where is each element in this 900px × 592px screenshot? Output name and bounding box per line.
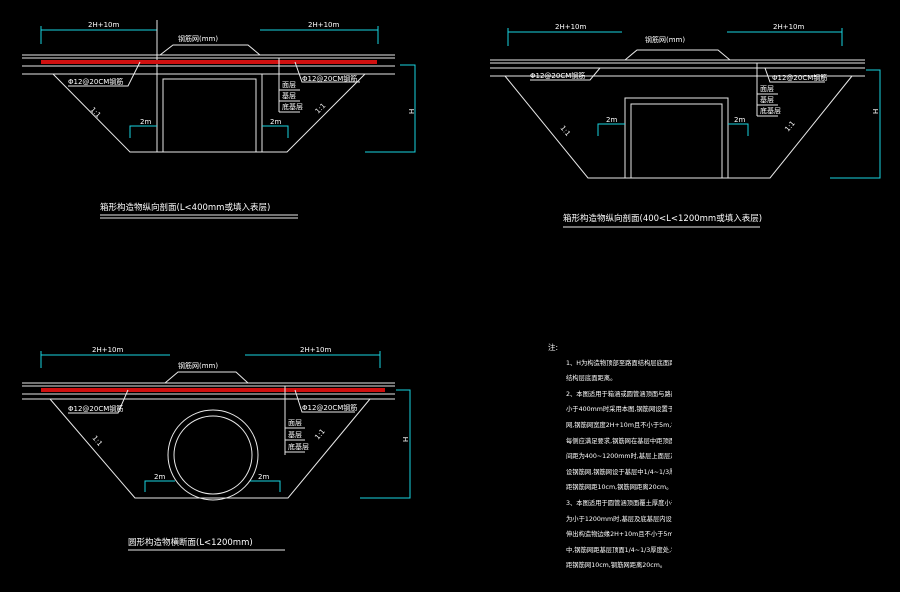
layer-label: 基层 — [282, 91, 296, 100]
dimension-line — [250, 480, 281, 492]
note-line: 距钢筋网10cm,钢筋网距离20cm。 — [566, 562, 667, 570]
dim-label: 2H+10m — [773, 23, 804, 31]
note-line: 间距为400~1200mm时,基层上面层及底基层内 — [566, 453, 672, 461]
note-line: 3、本图适用于圆管涵顶面覆土厚度小于1200mm时,钢筋网设置 — [566, 499, 672, 507]
rebar-label: Φ12@20CM钢筋 — [68, 404, 123, 413]
box-culvert-section-small: 2H+10m 2H+10m 钢筋网(mm) Φ12@20CM钢筋 Φ12@20C… — [22, 20, 416, 219]
leader-line — [294, 61, 360, 83]
note-line: 伸出构造物边缘2H+10m且不小于5m,钢筋网设置于基层 — [566, 531, 672, 539]
box-culvert-inner — [630, 103, 723, 179]
slope-label: 1:1 — [783, 120, 796, 134]
layer-label: 面层 — [760, 85, 774, 93]
leader-line — [68, 389, 129, 414]
note-line: 距钢筋网距10cm,钢筋网距离20cm。 — [566, 484, 672, 492]
notes-block: 注: 1、H为构造物顶部至路面结构层底面距离,L为构造物顶部至路面 结构层底面距… — [548, 340, 672, 574]
notes-heading: 注: — [548, 343, 559, 352]
note-line: 小于400mm时采用本图,钢筋网设置于基层中,20CM以上采用钢筋 — [566, 406, 672, 414]
dimension-line — [144, 480, 175, 492]
note-line: 2、本图适用于箱涵或圆管涵顶面与路面结构层的衔接,当填土高度L — [566, 390, 672, 398]
rebar-label: Φ12@20CM钢筋 — [302, 74, 357, 83]
dim-label: 2H+10m — [92, 346, 123, 354]
bottom-dim-label: 2m — [734, 116, 745, 124]
rebar-label: Φ12@20CM钢筋 — [302, 403, 357, 412]
height-label: H — [402, 437, 410, 442]
layer-label: 底基层 — [760, 106, 781, 115]
height-dimension — [830, 69, 881, 179]
bottom-dim-label: 2m — [140, 118, 151, 126]
box-culvert — [156, 73, 263, 153]
dim-label: 2H+10m — [555, 23, 586, 31]
dimension-line — [129, 125, 157, 138]
bottom-dim-label: 2m — [606, 116, 617, 124]
height-dimension — [365, 64, 416, 153]
layer-label: 面层 — [282, 81, 296, 89]
road-hump — [624, 49, 731, 61]
bottom-dim-label: 2m — [258, 473, 269, 481]
dimension-line — [597, 123, 625, 136]
height-label: H — [872, 109, 880, 114]
layer-label: 基层 — [288, 430, 302, 439]
slope-label: 1:1 — [313, 428, 326, 442]
note-line: 中,钢筋网距基层顶面1/4~1/3厚度处,钢筋直径12mm,间 — [566, 546, 672, 554]
road-hump — [159, 44, 261, 56]
layer-label: 基层 — [760, 95, 774, 104]
note-line: 为小于1200mm时,基层及底基层内设钢筋网,钢筋网应 — [566, 515, 672, 523]
hump-label: 钢筋网(mm) — [178, 361, 218, 370]
slope-label: 1:1 — [90, 434, 103, 448]
pipe-culvert-inner — [173, 415, 253, 495]
pipe-culvert-section: 2H+10m 2H+10m 钢筋网(mm) Φ12@20CM钢筋 Φ12@20C… — [22, 346, 411, 551]
trench-outline — [49, 398, 371, 499]
leader-line — [764, 67, 825, 83]
rebar-label: Φ12@20CM钢筋 — [68, 77, 123, 86]
box-culvert-section-medium: 2H+10m 2H+10m 钢筋网(mm) Φ12@20CM钢筋 Φ12@20C… — [490, 23, 881, 228]
bottom-dim-label: 2m — [154, 473, 165, 481]
trench-outline — [504, 75, 853, 179]
note-line: 每侧应满足要求,钢筋网在基层中距顶面1/4~1/3处设置,钢筋 — [566, 437, 672, 445]
dim-label: 2H+10m — [308, 21, 339, 29]
leader-line — [68, 61, 141, 87]
dimension-line — [728, 123, 749, 136]
box-culvert — [624, 97, 729, 179]
layer-label: 底基层 — [282, 102, 303, 111]
height-label: H — [408, 109, 416, 114]
hump-label: 钢筋网(mm) — [645, 35, 685, 44]
hump-label: 钢筋网(mm) — [178, 34, 218, 43]
drawing-title: 箱形构造物纵向剖面(L<400mm或填入表层) — [100, 202, 270, 213]
leader-line — [294, 389, 355, 413]
bottom-dim-label: 2m — [270, 118, 281, 126]
box-culvert-inner — [162, 78, 257, 153]
dimension-line — [262, 125, 289, 138]
pipe-culvert — [167, 409, 259, 501]
slope-label: 1:1 — [89, 106, 103, 120]
layer-label: 面层 — [288, 419, 302, 427]
rebar-label: Φ12@20CM钢筋 — [530, 71, 585, 80]
leader-line — [530, 67, 601, 81]
dim-label: 2H+10m — [300, 346, 331, 354]
height-dimension — [360, 389, 411, 499]
note-line: 设钢筋网,钢筋网设于基层中1/4~1/3厚度处,钢筋直径12mm,间 — [566, 468, 672, 476]
drawing-title: 箱形构造物纵向剖面(400<L<1200mm或填入表层) — [563, 213, 762, 224]
note-line: 结构层底面距离。 — [566, 375, 617, 383]
rebar-label: Φ12@20CM钢筋 — [772, 73, 827, 82]
dim-label: 2H+10m — [88, 21, 119, 29]
slope-label: 1:1 — [558, 124, 571, 138]
note-line: 1、H为构造物顶部至路面结构层底面距离,L为构造物顶部至路面 — [566, 359, 672, 367]
road-hump — [164, 371, 249, 384]
note-line: 网,钢筋网宽度2H+10m且不小于5m,钢筋网伸出构造物边缘的长度 — [566, 421, 672, 429]
layer-label: 底基层 — [288, 442, 309, 451]
drawing-title: 圆形构造物横断面(L<1200mm) — [128, 537, 253, 548]
